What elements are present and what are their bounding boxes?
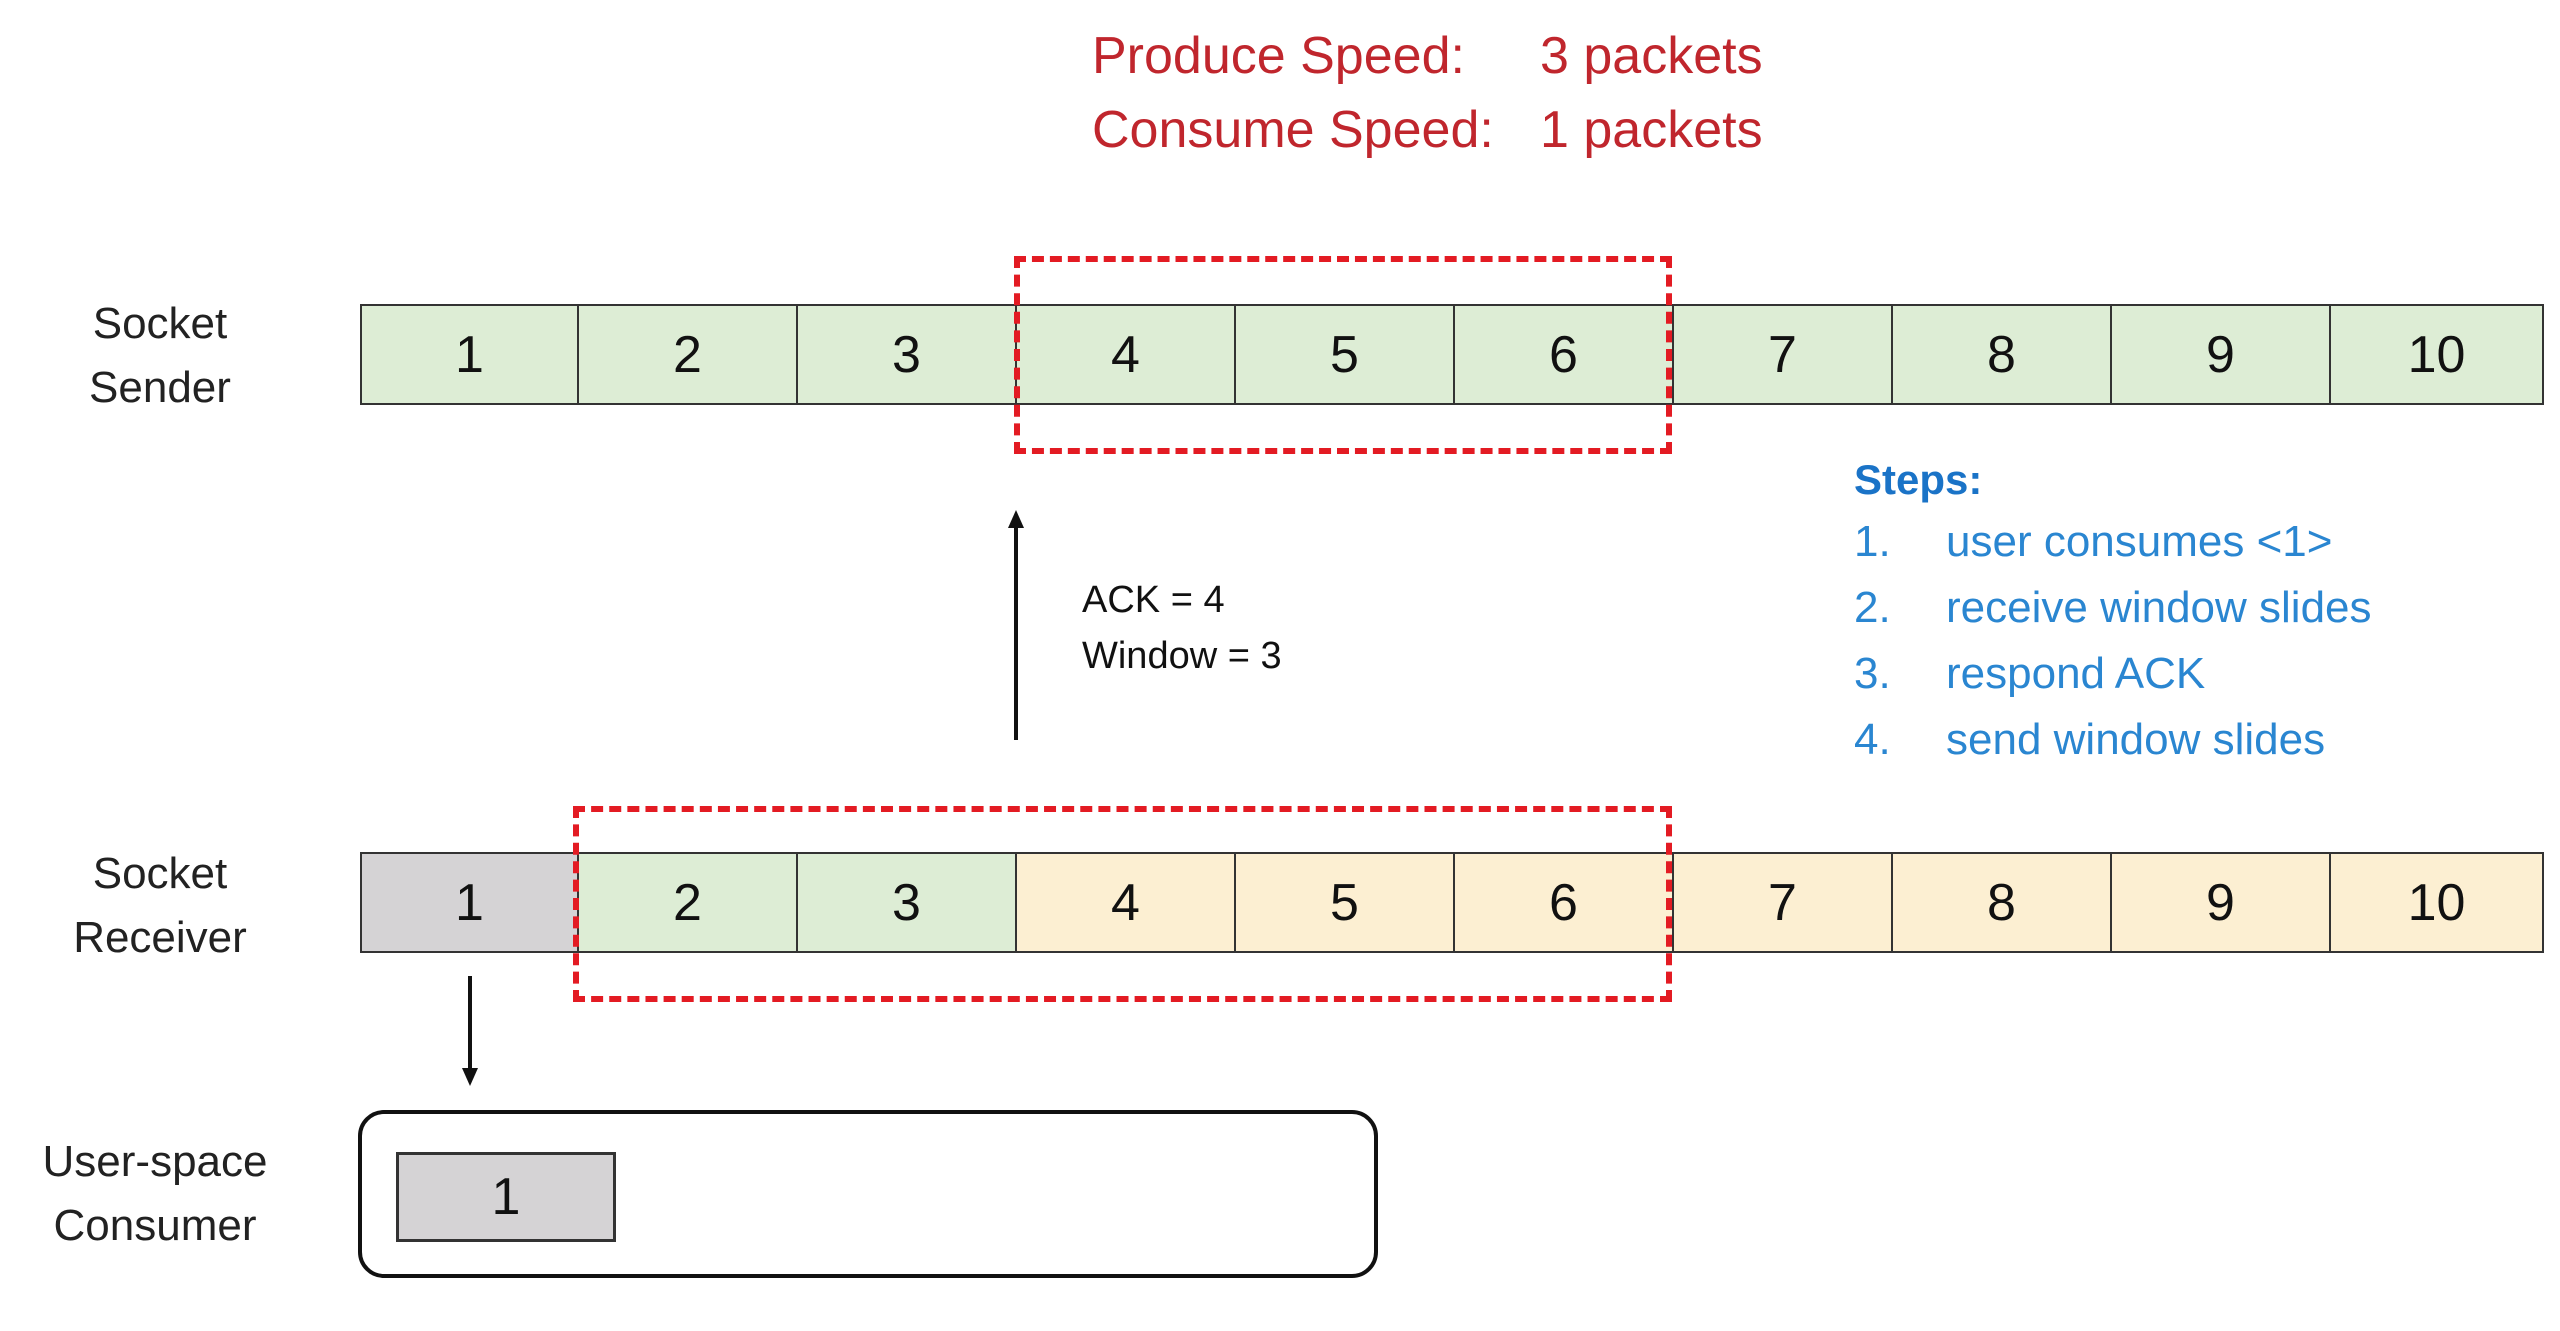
sender-cell: 1 (360, 304, 579, 405)
produce-speed-value: 3 packets (1540, 27, 1763, 85)
step-number: 2. (1854, 583, 1891, 632)
receiver-cell: 5 (1236, 852, 1455, 953)
receiver-cell: 6 (1455, 852, 1674, 953)
step-item: 2. receive window slides (1854, 586, 2372, 630)
receiver-window (573, 806, 1672, 1002)
sender-cell: 5 (1236, 304, 1455, 405)
receiver-buffer: 1 2 3 4 5 6 7 8 9 10 (360, 852, 2544, 953)
receiver-cell: 1 (360, 852, 579, 953)
sender-cell: 6 (1455, 304, 1674, 405)
sender-label: Socket Sender (10, 292, 310, 420)
receiver-label: Socket Receiver (10, 842, 310, 970)
sender-cell: 4 (1017, 304, 1236, 405)
consume-arrow-icon (462, 976, 478, 1086)
step-number: 1. (1854, 517, 1891, 566)
step-text: send window slides (1946, 715, 2326, 764)
receiver-cell: 2 (579, 852, 798, 953)
receiver-cell: 8 (1893, 852, 2112, 953)
produce-speed-label: Produce Speed: (1092, 27, 1465, 85)
sender-cell: 2 (579, 304, 798, 405)
steps-title: Steps: (1854, 456, 1983, 503)
sender-cell: 10 (2331, 304, 2544, 405)
window-value: Window = 3 (1082, 635, 1282, 677)
step-text: user consumes <1> (1946, 517, 2333, 566)
step-item: 4. send window slides (1854, 718, 2325, 762)
consumer-label-line1: User-space (42, 1137, 268, 1186)
receiver-cell: 7 (1674, 852, 1893, 953)
step-number: 4. (1854, 715, 1891, 764)
ack-info: ACK = 4 Window = 3 (1082, 572, 1282, 684)
receiver-label-line1: Socket (92, 849, 228, 898)
step-text: receive window slides (1946, 583, 2372, 632)
receiver-cell: 4 (1017, 852, 1236, 953)
receiver-label-line2: Receiver (73, 913, 247, 962)
sender-cell: 8 (1893, 304, 2112, 405)
sender-cell: 9 (2112, 304, 2331, 405)
receiver-cell: 10 (2331, 852, 2544, 953)
consume-speed-label: Consume Speed: (1092, 101, 1494, 159)
sender-label-line2: Sender (89, 363, 231, 412)
sender-label-line1: Socket (92, 299, 228, 348)
sender-window (1014, 256, 1672, 454)
step-item: 1. user consumes <1> (1854, 520, 2332, 564)
consumer-label: User-space Consumer (5, 1130, 305, 1258)
ack-value: ACK = 4 (1082, 579, 1225, 621)
consumer-label-line2: Consumer (53, 1201, 257, 1250)
step-item: 3. respond ACK (1854, 652, 2205, 696)
ack-arrow-icon (1008, 510, 1024, 740)
receiver-cell: 3 (798, 852, 1017, 953)
sender-buffer: 1 2 3 4 5 6 7 8 9 10 (360, 304, 2544, 405)
sender-cell: 7 (1674, 304, 1893, 405)
consume-speed-value: 1 packets (1540, 101, 1763, 159)
step-number: 3. (1854, 649, 1891, 698)
sender-cell: 3 (798, 304, 1017, 405)
receiver-cell: 9 (2112, 852, 2331, 953)
step-text: respond ACK (1946, 649, 2206, 698)
consumer-packet: 1 (396, 1152, 616, 1242)
